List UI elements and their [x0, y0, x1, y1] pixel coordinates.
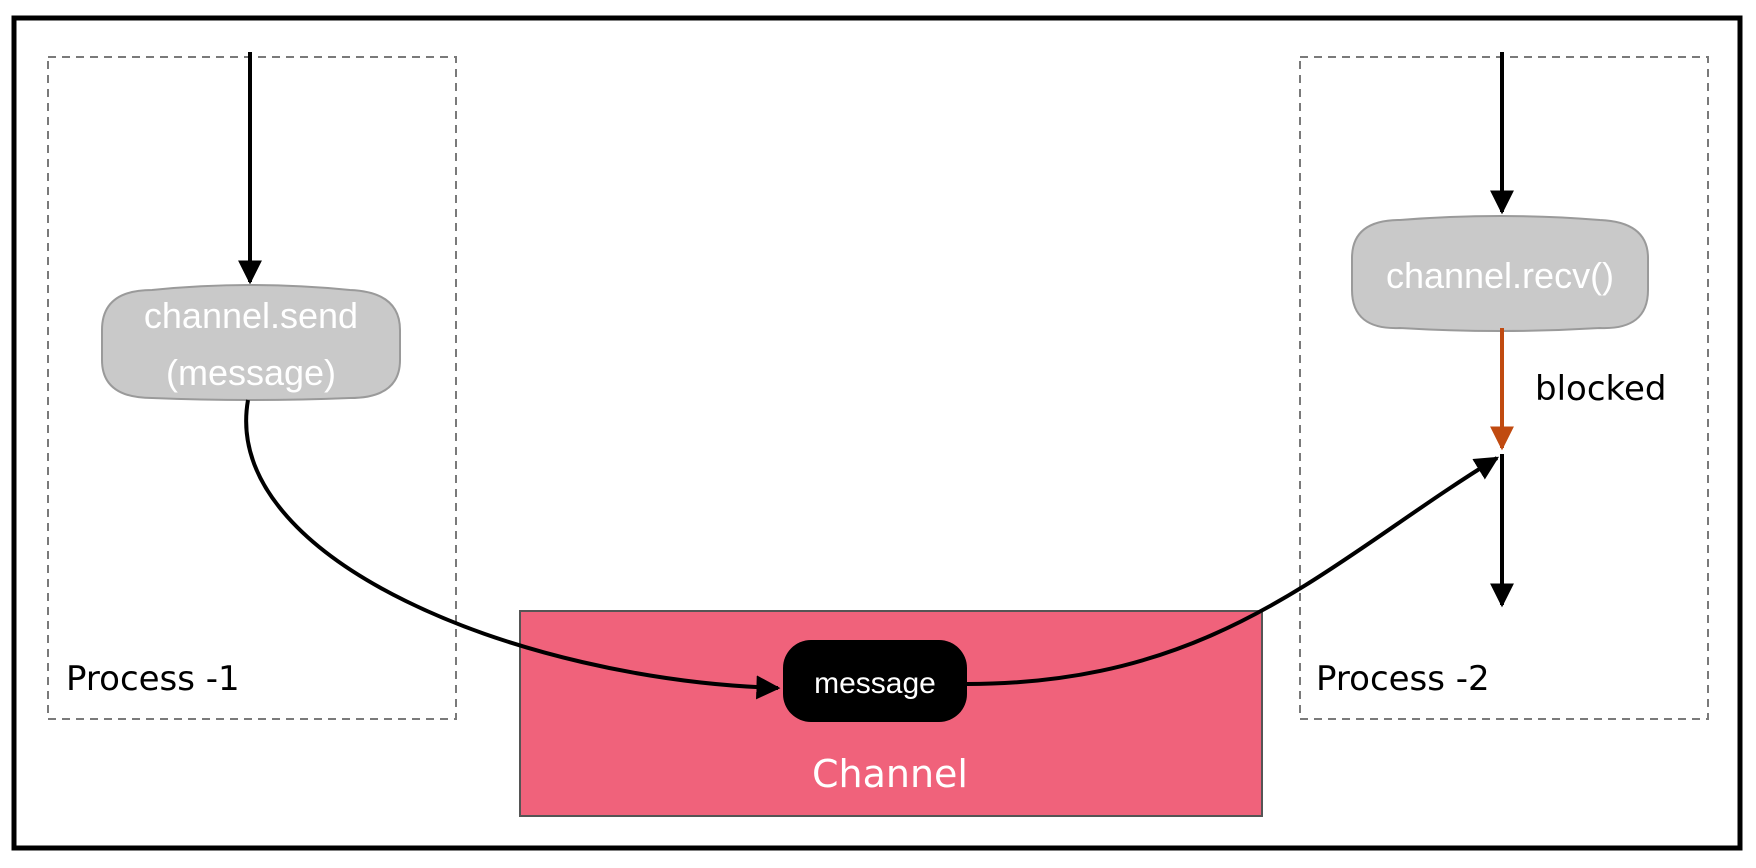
send-node-label-line1: channel.send [144, 295, 358, 336]
send-to-message-arrow [244, 399, 781, 700]
send-node [101, 284, 401, 401]
blocked-label: blocked [1535, 369, 1667, 409]
send-node-label-line2: (message) [166, 352, 336, 393]
recv-node [1351, 215, 1649, 332]
message-to-recv-arrow [966, 456, 1500, 686]
message-label: message [814, 667, 936, 700]
message-pill [783, 640, 967, 722]
recv-node-label: channel.recv() [1386, 255, 1614, 296]
process-1-label: Process -1 [66, 659, 240, 699]
channel-label: Channel [812, 752, 968, 796]
process-2-label: Process -2 [1316, 659, 1490, 699]
